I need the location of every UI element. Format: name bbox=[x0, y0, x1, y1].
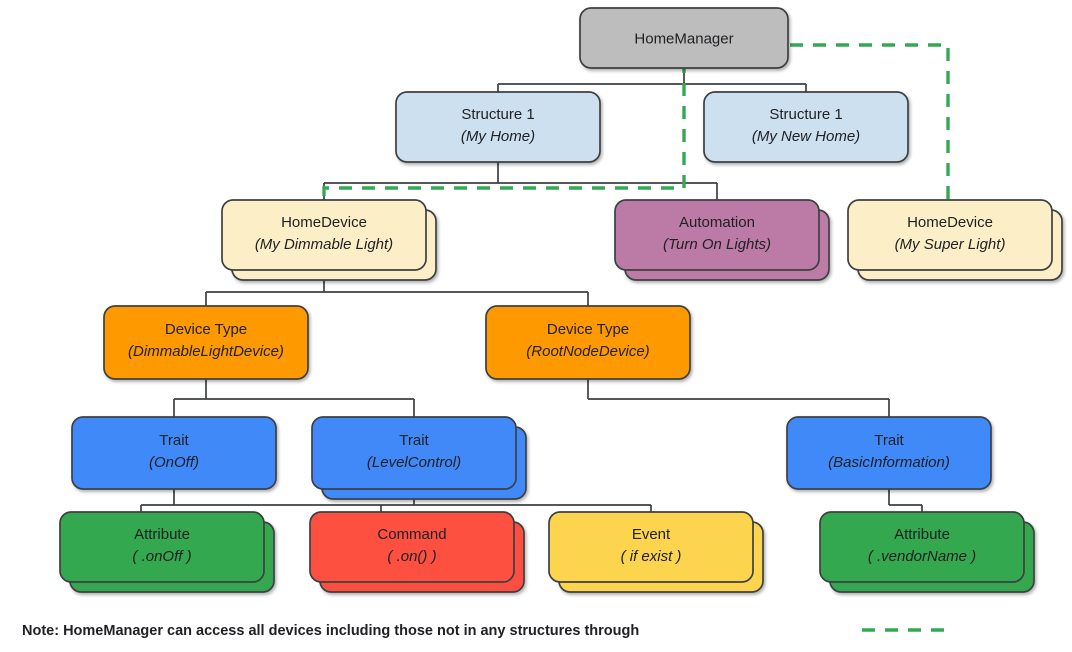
trait-onoff-label: Trait bbox=[159, 432, 189, 449]
trait-onoff-box[interactable] bbox=[71, 416, 277, 490]
attribute-onoff-box[interactable] bbox=[59, 511, 265, 583]
trait-levelcontrol-sub: (LevelControl) bbox=[367, 454, 461, 471]
automation-sub: (Turn On Lights) bbox=[663, 236, 771, 253]
command-on-label: Command bbox=[377, 526, 446, 543]
trait-basicinformation-sub: (BasicInformation) bbox=[828, 454, 950, 471]
node-home-manager[interactable]: HomeManager bbox=[579, 7, 789, 69]
structure-my-new-home-sub: (My New Home) bbox=[752, 128, 860, 145]
connector-lines bbox=[140, 68, 923, 512]
edge-trait-basic-attribute bbox=[888, 489, 923, 512]
attribute-vendorname-box[interactable] bbox=[819, 511, 1025, 583]
structure-my-home-box[interactable] bbox=[395, 91, 601, 163]
edge-devicetype-dimmable-traits bbox=[173, 379, 415, 417]
event-if-exist-label: Event bbox=[632, 526, 671, 543]
home-device-dimmable-box[interactable] bbox=[221, 199, 427, 271]
edge-homemanager-structures bbox=[497, 68, 807, 92]
structure-my-home-sub: (My Home) bbox=[461, 128, 535, 145]
node-device-type-dimmable[interactable]: Device Type (DimmableLightDevice) bbox=[103, 305, 309, 380]
structure-my-new-home-label: Structure 1 bbox=[769, 106, 842, 123]
node-device-type-rootnode[interactable]: Device Type (RootNodeDevice) bbox=[485, 305, 691, 380]
attribute-vendorname-sub: ( .vendorName ) bbox=[868, 548, 976, 565]
edge-devicetype-rootnode-trait bbox=[587, 379, 890, 417]
dashed-access-lines bbox=[322, 43, 950, 205]
node-home-device-super[interactable]: HomeDevice (My Super Light) bbox=[847, 199, 1063, 281]
device-type-dimmable-box[interactable] bbox=[103, 305, 309, 380]
event-if-exist-sub: ( if exist ) bbox=[621, 548, 682, 565]
structure-my-home-label: Structure 1 bbox=[461, 106, 534, 123]
home-manager-box[interactable] bbox=[579, 7, 789, 69]
node-trait-levelcontrol[interactable]: Trait (LevelControl) bbox=[311, 416, 527, 500]
device-type-dimmable-label: Device Type bbox=[165, 321, 247, 338]
home-device-dimmable-label: HomeDevice bbox=[281, 214, 367, 231]
automation-box[interactable] bbox=[614, 199, 820, 271]
dashed-to-super-light bbox=[790, 43, 950, 205]
edge-structure-children bbox=[323, 162, 718, 200]
trait-basicinformation-label: Trait bbox=[874, 432, 904, 449]
home-device-super-sub: (My Super Light) bbox=[895, 236, 1006, 253]
trait-levelcontrol-label: Trait bbox=[399, 432, 429, 449]
node-structure-my-home[interactable]: Structure 1 (My Home) bbox=[395, 91, 601, 163]
command-on-box[interactable] bbox=[309, 511, 515, 583]
home-device-super-box[interactable] bbox=[847, 199, 1053, 271]
node-trait-basicinformation[interactable]: Trait (BasicInformation) bbox=[786, 416, 992, 490]
node-trait-onoff[interactable]: Trait (OnOff) bbox=[71, 416, 277, 490]
node-home-device-dimmable[interactable]: HomeDevice (My Dimmable Light) bbox=[221, 199, 437, 281]
edge-homedevice-devicetypes bbox=[205, 272, 589, 306]
node-command-on[interactable]: Command ( .on() ) bbox=[309, 511, 525, 593]
device-type-dimmable-sub: (DimmableLightDevice) bbox=[128, 343, 284, 360]
command-on-sub: ( .on() ) bbox=[387, 548, 436, 565]
event-if-exist-box[interactable] bbox=[548, 511, 754, 583]
attribute-onoff-label: Attribute bbox=[134, 526, 190, 543]
structure-my-new-home-box[interactable] bbox=[703, 91, 909, 163]
home-device-dimmable-sub: (My Dimmable Light) bbox=[255, 236, 393, 253]
device-type-rootnode-label: Device Type bbox=[547, 321, 629, 338]
dashed-to-dimmable-light bbox=[322, 60, 686, 205]
node-attribute-onoff[interactable]: Attribute ( .onOff ) bbox=[59, 511, 275, 593]
node-automation[interactable]: Automation (Turn On Lights) bbox=[614, 199, 830, 281]
attribute-vendorname-label: Attribute bbox=[894, 526, 950, 543]
attribute-onoff-sub: ( .onOff ) bbox=[132, 548, 191, 565]
node-structure-my-new-home[interactable]: Structure 1 (My New Home) bbox=[703, 91, 909, 163]
node-event-if-exist[interactable]: Event ( if exist ) bbox=[548, 511, 764, 593]
device-type-rootnode-box[interactable] bbox=[485, 305, 691, 380]
home-manager-label: HomeManager bbox=[634, 31, 733, 48]
node-attribute-vendorname[interactable]: Attribute ( .vendorName ) bbox=[819, 511, 1035, 593]
trait-levelcontrol-box[interactable] bbox=[311, 416, 517, 490]
trait-basicinformation-box[interactable] bbox=[786, 416, 992, 490]
home-device-super-label: HomeDevice bbox=[907, 214, 993, 231]
footnote-text: Note: HomeManager can access all devices… bbox=[22, 623, 639, 639]
device-type-rootnode-sub: (RootNodeDevice) bbox=[526, 343, 649, 360]
trait-onoff-sub: (OnOff) bbox=[149, 454, 199, 471]
automation-label: Automation bbox=[679, 214, 755, 231]
